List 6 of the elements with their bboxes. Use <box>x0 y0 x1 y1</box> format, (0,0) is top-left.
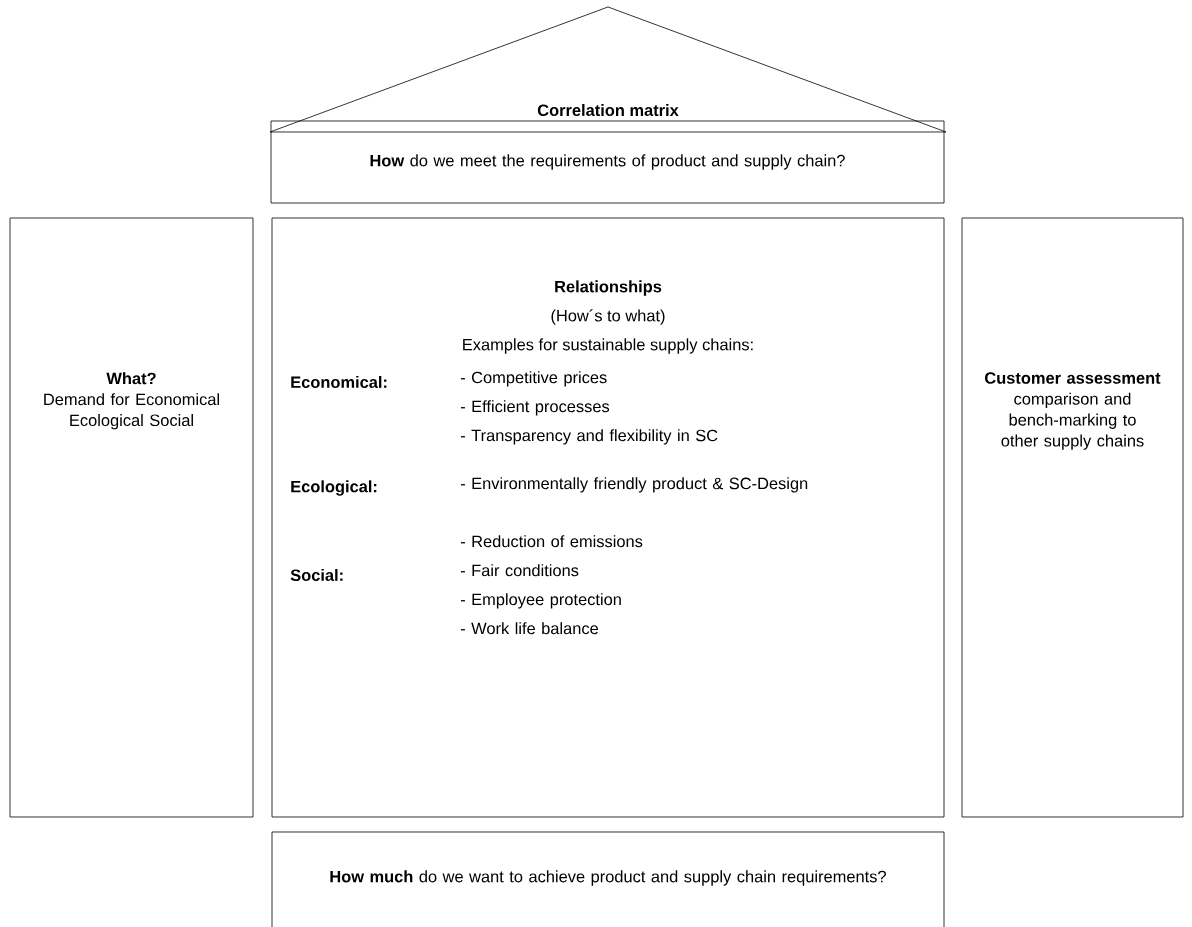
text-box: Relationships (How´s to what) Examples for sustainable supply chains: Economical: - Competitive prices - Efficient processes - Transparency and flexibility in SC Ecological: - Environmentally friendly product & SC-Design - Reduction of emissions Social: - Fair conditions - Employee protection - Work life balance <box>271 217 945 818</box>
text-box: How do we meet the requirements of product and supply chain? <box>270 120 945 204</box>
text-box: What? Demand for Economical Ecological Social <box>9 217 254 818</box>
text-box: Customer assessment comparison and bench-marking to other supply chains <box>961 217 1184 818</box>
text-box: How much do we want to achieve product and supply chain requirements? <box>271 831 945 927</box>
roof-triangle: Correlation matrix <box>269 6 947 133</box>
